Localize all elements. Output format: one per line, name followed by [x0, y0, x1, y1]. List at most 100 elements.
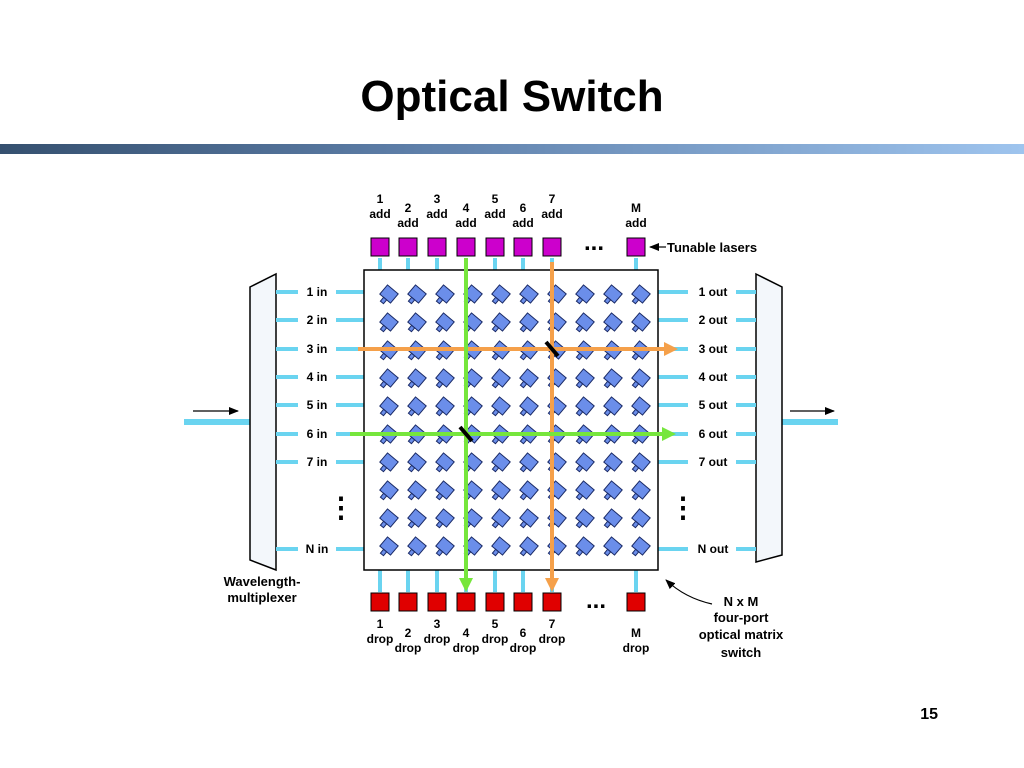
- micro-mirror: [491, 480, 511, 501]
- drop-detector-row: [370, 592, 646, 612]
- in-column-ellipsis: ⋮: [327, 492, 355, 523]
- micro-mirror: [575, 480, 595, 501]
- micro-mirror: [407, 396, 427, 417]
- tunable-laser-8: [626, 237, 646, 257]
- micro-mirror: [407, 312, 427, 333]
- micro-mirror: [603, 508, 623, 529]
- micro-mirror: [603, 480, 623, 501]
- page-number: 15: [920, 706, 938, 723]
- micro-mirror: [631, 368, 651, 389]
- micro-mirror: [575, 396, 595, 417]
- green-vertical-arrowhead: [459, 578, 473, 592]
- micro-mirror: [379, 508, 399, 529]
- micro-mirror: [519, 508, 539, 529]
- micro-mirror: [631, 452, 651, 473]
- micro-mirror: [435, 508, 455, 529]
- multiplexer-label-line1: Wavelength-: [224, 574, 301, 589]
- input-port-label: N in: [306, 542, 329, 556]
- micro-mirror: [379, 480, 399, 501]
- input-port-labels: 1 in2 in3 in4 in5 in6 in7 inN in: [306, 285, 329, 556]
- micro-mirror: [379, 452, 399, 473]
- drop-detector-8: [626, 592, 646, 612]
- drop-port-number: 3: [434, 617, 441, 631]
- micro-mirror: [603, 284, 623, 305]
- micro-mirror: [575, 368, 595, 389]
- drop-detector-3: [427, 592, 447, 612]
- input-port-label: 6 in: [307, 427, 328, 441]
- switch-callout-arrow: [665, 579, 713, 605]
- drop-port-number: 6: [520, 626, 527, 640]
- add-port-number: 5: [492, 192, 499, 206]
- micro-mirror: [519, 536, 539, 557]
- output-port-label: 5 out: [699, 398, 728, 412]
- out-column-ellipsis: ⋮: [669, 492, 697, 523]
- switch-label-line2: four-port: [714, 610, 770, 625]
- micro-mirror: [379, 396, 399, 417]
- micro-mirror: [491, 368, 511, 389]
- micro-mirror: [575, 452, 595, 473]
- micro-mirror: [435, 368, 455, 389]
- output-port-label: 1 out: [699, 285, 728, 299]
- add-port-number: 3: [434, 192, 441, 206]
- add-port-label: add: [455, 216, 476, 230]
- drop-port-label: drop: [539, 632, 566, 646]
- micro-mirror: [407, 508, 427, 529]
- tunable-laser-1: [370, 237, 390, 257]
- micro-mirror: [407, 284, 427, 305]
- add-port-label: add: [625, 216, 646, 230]
- drop-port-number: M: [631, 626, 641, 640]
- input-wavelength-multiplexer: [249, 272, 277, 572]
- micro-mirror: [575, 312, 595, 333]
- multiplexer-label-line2: multiplexer: [227, 590, 296, 605]
- switch-label-line3: optical matrix: [699, 627, 784, 642]
- micro-mirror: [435, 480, 455, 501]
- orange-horizontal-arrowhead: [664, 342, 678, 356]
- add-port-label: add: [484, 207, 505, 221]
- micro-mirror: [435, 284, 455, 305]
- drop-detector-5: [485, 592, 505, 612]
- add-row-ellipsis: ...: [584, 229, 604, 256]
- input-port-label: 4 in: [307, 370, 328, 384]
- micro-mirror: [407, 368, 427, 389]
- add-port-number: M: [631, 201, 641, 215]
- output-port-label: 4 out: [699, 370, 728, 384]
- drop-detector-6: [513, 592, 533, 612]
- output-port-label: 2 out: [699, 313, 728, 327]
- drop-detector-1: [370, 592, 390, 612]
- drop-port-number: 1: [377, 617, 384, 631]
- micro-mirror: [519, 368, 539, 389]
- micro-mirror: [519, 480, 539, 501]
- drop-port-label: drop: [623, 641, 650, 655]
- tunable-laser-7: [542, 237, 562, 257]
- micro-mirror: [603, 452, 623, 473]
- micro-mirror: [491, 508, 511, 529]
- micro-mirror: [519, 312, 539, 333]
- active-mirror-green: [458, 425, 474, 443]
- micro-mirror: [491, 312, 511, 333]
- add-port-label: add: [541, 207, 562, 221]
- micro-mirror: [435, 536, 455, 557]
- micro-mirror: [603, 536, 623, 557]
- input-port-label: 7 in: [307, 455, 328, 469]
- micro-mirror: [575, 284, 595, 305]
- switch-label-line1: N x M: [724, 594, 759, 609]
- add-port-label: add: [397, 216, 418, 230]
- add-port-number: 4: [463, 201, 470, 215]
- micro-mirror: [379, 312, 399, 333]
- drop-row-ellipsis: ...: [586, 587, 606, 614]
- drop-port-label: drop: [453, 641, 480, 655]
- micro-mirror: [603, 368, 623, 389]
- micro-mirror: [519, 396, 539, 417]
- title-underline-bar: [0, 144, 1024, 154]
- micro-mirror: [435, 396, 455, 417]
- tunable-lasers-label: Tunable lasers: [667, 240, 757, 255]
- add-port-number: 1: [377, 192, 384, 206]
- tunable-laser-4: [456, 237, 476, 257]
- micro-mirror: [407, 480, 427, 501]
- output-wavelength-demultiplexer: [755, 272, 783, 563]
- drop-detector-2: [398, 592, 418, 612]
- micro-mirror: [491, 536, 511, 557]
- active-mirror-orange: [544, 340, 560, 358]
- micro-mirror: [631, 480, 651, 501]
